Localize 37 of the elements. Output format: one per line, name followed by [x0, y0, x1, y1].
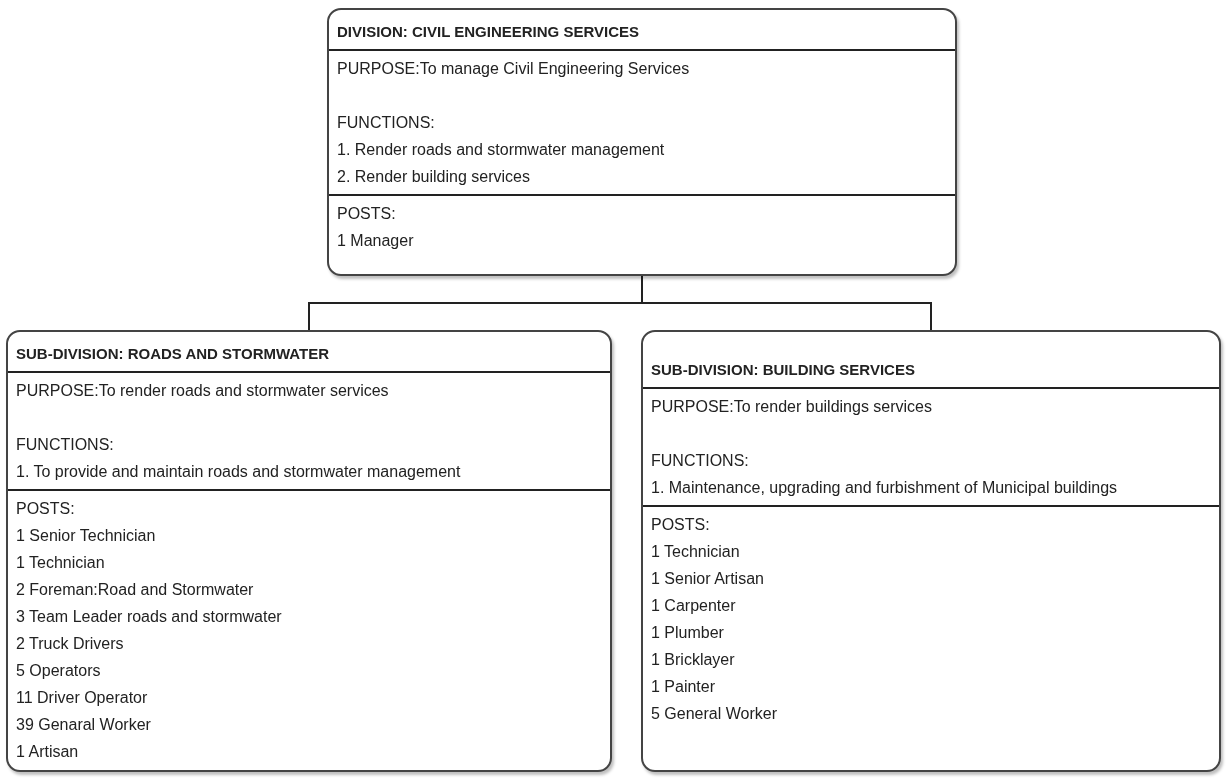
box-text: 1 Bricklayer — [651, 650, 736, 670]
box-text: 5 Operators — [16, 661, 102, 681]
box-text: 1. To provide and maintain roads and stormwater management — [16, 462, 462, 482]
box-heading: DIVISION: CIVIL ENGINEERING SERVICES — [337, 22, 640, 42]
box-text: PURPOSE:To render buildings services — [651, 397, 933, 417]
box-text: POSTS: — [651, 515, 711, 535]
box-text: 1. Maintenance, upgrading and furbishment of Municipal buildings — [651, 478, 1119, 498]
box-text: 1 Senior Artisan — [651, 569, 765, 589]
org-box — [641, 330, 1221, 772]
box-text: 1 Technician — [16, 553, 106, 573]
box-text: 1 Senior Technician — [16, 526, 157, 546]
box-text: PURPOSE:To render roads and stormwater services — [16, 381, 390, 401]
box-text: POSTS: — [337, 204, 397, 224]
box-text: 1 Artisan — [16, 742, 80, 762]
connector-line — [641, 275, 932, 331]
box-text: 1 Manager — [337, 231, 415, 251]
box-text: 2 Truck Drivers — [16, 634, 125, 654]
box-text: FUNCTIONS: — [651, 451, 750, 471]
box-text: FUNCTIONS: — [16, 435, 115, 455]
box-heading: SUB-DIVISION: ROADS AND STORMWATER — [16, 344, 331, 364]
box-text: 3 Team Leader roads and stormwater — [16, 607, 283, 627]
box-text: 1 Painter — [651, 677, 717, 697]
box-text: PURPOSE:To manage Civil Engineering Services — [337, 59, 691, 79]
box-text: 5 General Worker — [651, 704, 778, 724]
box-heading: SUB-DIVISION: BUILDING SERVICES — [651, 360, 916, 380]
box-text: FUNCTIONS: — [337, 113, 436, 133]
box-text: 1. Render roads and stormwater management — [337, 140, 666, 160]
box-text: 1 Plumber — [651, 623, 725, 643]
box-text: 1 Technician — [651, 542, 741, 562]
box-text: 1 Carpenter — [651, 596, 737, 616]
box-text: 2 Foreman:Road and Stormwater — [16, 580, 255, 600]
box-text: 2. Render building services — [337, 167, 531, 187]
org-box — [327, 8, 957, 276]
box-text: 11 Driver Operator — [16, 688, 149, 708]
box-text: 39 Genaral Worker — [16, 715, 152, 735]
box-text: POSTS: — [16, 499, 76, 519]
org-box — [6, 330, 612, 772]
